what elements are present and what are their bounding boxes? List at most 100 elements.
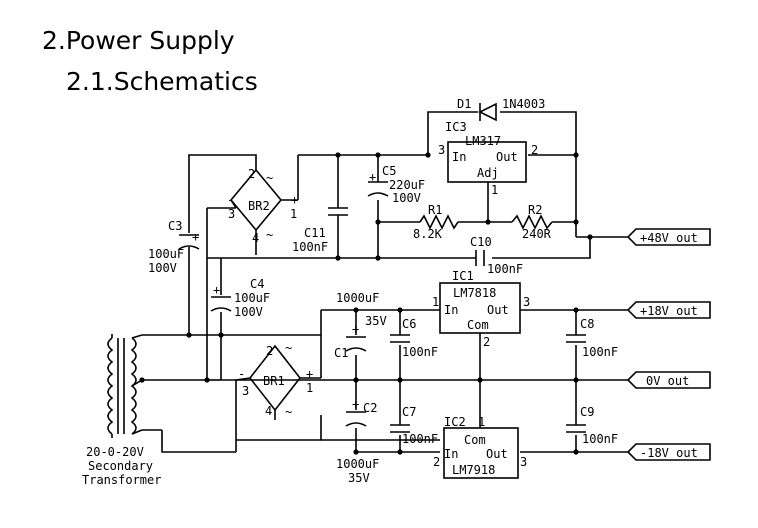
ic3-label: IC3 [445, 120, 467, 134]
c3-voltage: 100V [148, 261, 177, 275]
r2-value: 240R [522, 227, 552, 241]
r2-resistor: R2 240R [511, 203, 553, 241]
c10-label: C10 [470, 235, 492, 249]
ic2-out-label: Out [486, 447, 508, 461]
c7-capacitor: C7 100nF [390, 405, 438, 446]
c2-value: 1000uF [336, 457, 379, 471]
c8-label: C8 [580, 317, 594, 331]
c5-value: 220uF [389, 178, 425, 192]
ic2-type-label: LM7918 [452, 463, 495, 477]
c11-capacitor: C11 100nF [292, 207, 348, 254]
ic3-pin2: 2 [531, 143, 538, 157]
c5-plus: + [369, 170, 376, 184]
ic2-pin3: 3 [520, 455, 527, 469]
ic2-com-label: Com [464, 433, 486, 447]
d1-label: D1 [457, 97, 471, 111]
ic1-pin1: 1 [432, 295, 439, 309]
ic3-pin3: 3 [438, 143, 445, 157]
br1-pin1: 1 [306, 381, 313, 395]
ic3-regulator: IC3 LM317 In Out Adj 3 2 1 [438, 120, 538, 197]
c1-top-value: 1000uF [336, 291, 379, 305]
br2-bridge: BR2 2 3 4 1 + - ~ ~ [227, 167, 298, 245]
output-neg18v-label: -18V out [640, 446, 698, 460]
br1-plus: + [306, 367, 313, 381]
c11-label: C11 [304, 226, 326, 240]
c3-label: C3 [168, 219, 182, 233]
c3-value: 100uF [148, 247, 184, 261]
c7-label: C7 [402, 405, 416, 419]
c10-capacitor: C10 100nF [470, 235, 523, 276]
ic2-pin2: 2 [433, 455, 440, 469]
r1-resistor: R1 8.2K [413, 203, 459, 241]
c7-value: 100nF [402, 432, 438, 446]
ic1-label: IC1 [452, 269, 474, 283]
ic3-adj-label: Adj [477, 166, 499, 180]
br1-label: BR1 [263, 374, 285, 388]
br1-minus: - [238, 367, 245, 381]
ic1-type-label: LM7818 [453, 286, 496, 300]
transformer: 20-0-20V Secondary Transformer [82, 334, 161, 487]
br2-pin4: 4 [252, 231, 259, 245]
ic2-pin1: 1 [478, 415, 485, 429]
r2-label: R2 [528, 203, 542, 217]
transformer-line1: 20-0-20V [86, 445, 144, 459]
br1-pin4: 4 [265, 404, 272, 418]
d1-type-label: 1N4003 [502, 97, 545, 111]
ic1-pin2: 2 [483, 335, 490, 349]
c1-voltage: 35V [365, 314, 387, 328]
c5-label: C5 [382, 164, 396, 178]
output-neg18v: -18V out [626, 443, 711, 461]
c9-capacitor: C9 100nF [566, 405, 618, 446]
br1-bridge: BR1 2 3 4 1 + - ~ ~ [235, 340, 322, 420]
br1-ac2: ~ [285, 405, 292, 419]
c6-capacitor: C6 100nF [390, 317, 438, 359]
d1-diode: D1 1N4003 [457, 97, 545, 122]
output-18v-label: +18V out [640, 304, 698, 318]
ic2-label: IC2 [444, 415, 466, 429]
ic1-pin3: 3 [523, 295, 530, 309]
c4-plus: + [213, 283, 220, 297]
c5-voltage: 100V [392, 191, 421, 205]
ic2-in-label: In [444, 447, 458, 461]
br2-pin3: 3 [228, 207, 235, 221]
c9-value: 100nF [582, 432, 618, 446]
transformer-line2: Secondary [88, 459, 153, 473]
c8-value: 100nF [582, 345, 618, 359]
ic3-in-label: In [452, 150, 466, 164]
br2-ac1: ~ [266, 171, 273, 185]
ic3-pin1: 1 [491, 183, 498, 197]
transformer-line3: Transformer [82, 473, 161, 487]
c9-label: C9 [580, 405, 594, 419]
br2-minus: - [227, 193, 234, 207]
ic3-out-label: Out [496, 150, 518, 164]
c2-capacitor: + C2 1000uF 35V [336, 397, 379, 485]
c4-capacitor: C4 + 100uF 100V [210, 277, 270, 319]
output-0v: 0V out [626, 371, 711, 389]
br2-ac2: ~ [266, 228, 273, 242]
br1-pin3: 3 [242, 384, 249, 398]
c1-label: C1 [334, 346, 348, 360]
c2-plus: + [352, 397, 359, 411]
br2-pin2: 2 [248, 167, 255, 181]
ic2-regulator: IC2 1 Com In Out LM7918 2 3 [433, 415, 527, 479]
r1-value: 8.2K [413, 227, 443, 241]
c6-value: 100nF [402, 345, 438, 359]
c3-capacitor: C3 + 100uF 100V [148, 219, 200, 275]
br1-pin2: 2 [266, 344, 273, 358]
c4-value: 100uF [234, 291, 270, 305]
c4-voltage: 100V [234, 305, 263, 319]
output-0v-label: 0V out [646, 374, 689, 388]
output-48v-label: +48V out [640, 231, 698, 245]
ic3-type-label: LM317 [465, 134, 501, 148]
output-18v: +18V out [626, 301, 711, 319]
br2-label: BR2 [248, 199, 270, 213]
r1-label: R1 [428, 203, 442, 217]
wires [142, 111, 640, 453]
output-48v: +48V out [626, 228, 711, 246]
c4-label: C4 [250, 277, 264, 291]
c2-label: C2 [363, 401, 377, 415]
c5-capacitor: C5 220uF 100V + [367, 164, 425, 205]
ic1-regulator: IC1 LM7818 In Out Com 1 3 2 [432, 269, 530, 349]
c1-plus: + [352, 322, 359, 336]
br2-pin1: 1 [290, 207, 297, 221]
